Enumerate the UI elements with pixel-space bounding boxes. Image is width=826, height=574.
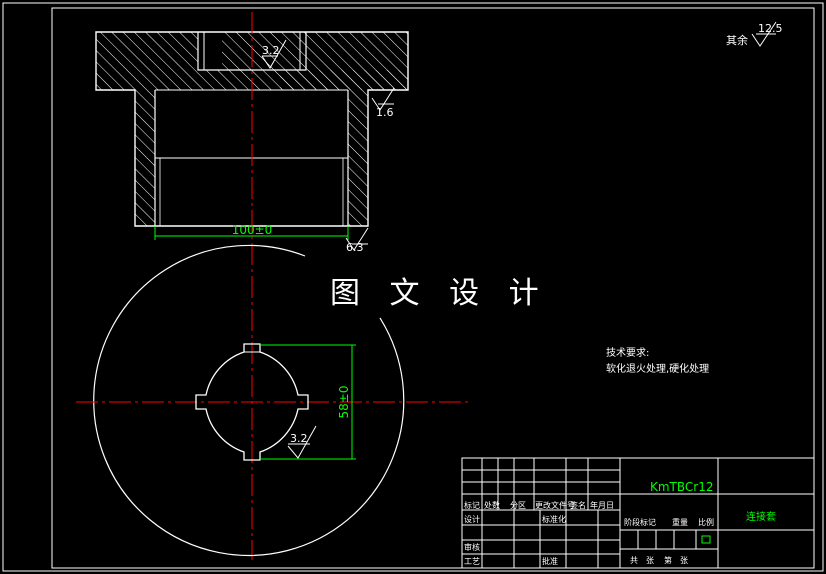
- tb-designer: 设计: [464, 514, 480, 524]
- inner-frame: [51, 7, 815, 569]
- tb-stage-mark: 阶段标记: [624, 517, 656, 527]
- height-dimension: 58±0: [260, 344, 356, 460]
- roughness-top-value: 3.2: [262, 44, 280, 57]
- tb-sheet-no: 张: [646, 556, 654, 565]
- part-name-label: 连接套: [746, 510, 776, 523]
- tb-review: 审核: [464, 542, 480, 552]
- roughness-general: 其余 12.5: [726, 21, 783, 47]
- tb-mark: 标记: [464, 500, 480, 510]
- roughness-other-label: 其余: [726, 33, 748, 47]
- scale-box-icon: [701, 535, 711, 544]
- roughness-keyway-value: 3.2: [290, 432, 308, 445]
- tb-change-doc: 更改文件号: [535, 500, 575, 510]
- tb-sheet-of: 第: [664, 555, 672, 565]
- tb-process: 工艺: [464, 557, 480, 566]
- tb-sheets-total: 共: [630, 556, 638, 565]
- roughness-bottom: 6.3: [345, 227, 369, 254]
- tb-count: 处数: [484, 500, 500, 510]
- tb-zone: 分区: [510, 501, 526, 510]
- roughness-right: 1.6: [371, 87, 395, 119]
- material-label: KmTBCr12: [650, 480, 714, 494]
- height-dimension-label: 58±0: [337, 386, 351, 419]
- tb-approve: 批准: [542, 556, 558, 566]
- tech-requirements-heading: 技术要求:: [606, 346, 649, 359]
- plan-view: [76, 244, 472, 557]
- section-view: [95, 31, 409, 227]
- roughness-right-value: 1.6: [376, 106, 394, 119]
- tb-standardization: 标准化: [542, 514, 566, 524]
- roughness-other-value: 12.5: [758, 22, 783, 35]
- tb-sheet-unit: 张: [680, 556, 688, 565]
- tb-scale: 比例: [698, 517, 714, 527]
- tb-date: 年月日: [590, 500, 614, 510]
- title-block: [461, 457, 815, 569]
- roughness-bottom-value: 6.3: [346, 241, 364, 254]
- width-dimension: 100±0: [154, 223, 349, 240]
- roughness-keyway: 3.2: [287, 425, 317, 459]
- width-dimension-label: 100±0: [232, 223, 273, 237]
- tb-weight: 重量: [672, 517, 688, 527]
- watermark-text: 图 文 设 计: [330, 276, 549, 311]
- tb-signature: 签名: [570, 500, 586, 510]
- tech-requirements-line1: 软化退火处理,硬化处理: [606, 362, 709, 375]
- roughness-top: 3.2: [261, 39, 287, 69]
